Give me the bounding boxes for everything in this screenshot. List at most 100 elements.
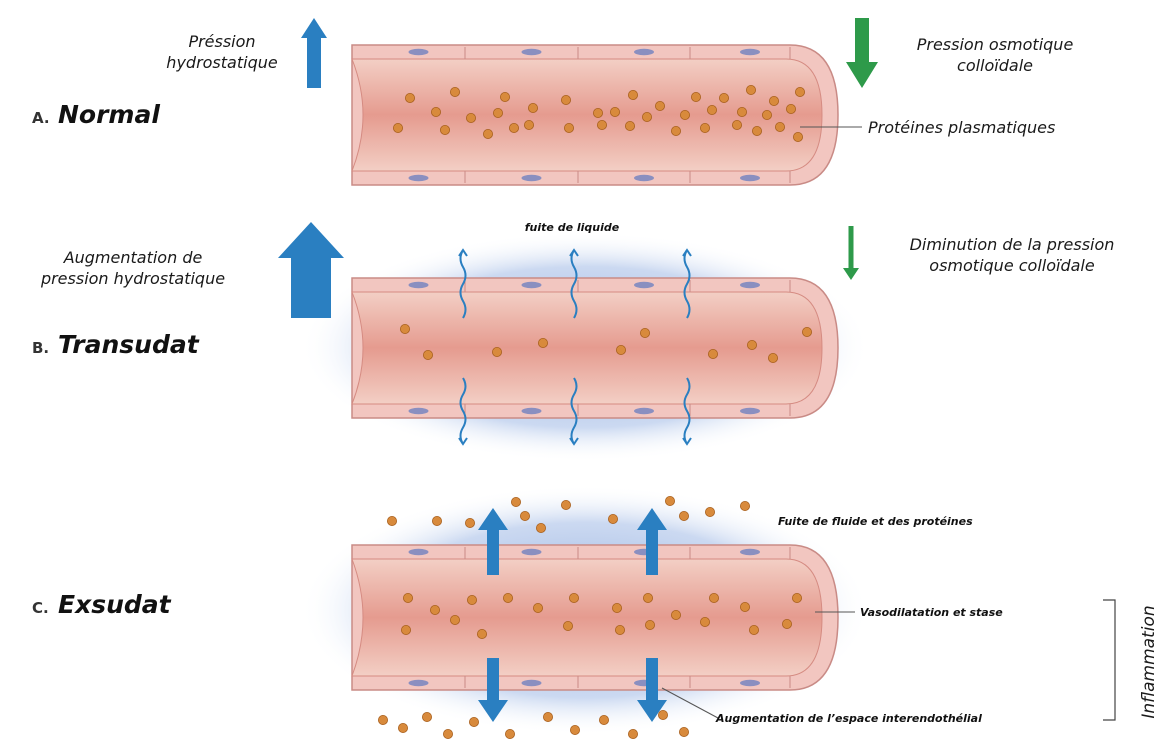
- protein-dot: [492, 347, 501, 356]
- nucleus: [522, 549, 542, 555]
- protein-dot: [570, 725, 579, 734]
- inflammation-bracket: [1103, 600, 1115, 720]
- protein-dot: [691, 92, 700, 101]
- protein-dot: [769, 96, 778, 105]
- protein-dot: [665, 496, 674, 505]
- protein-dot: [795, 87, 804, 96]
- nucleus: [634, 175, 654, 181]
- protein-dot: [793, 132, 802, 141]
- protein-dot: [645, 620, 654, 629]
- protein-dot: [561, 95, 570, 104]
- protein-dot: [524, 120, 533, 129]
- nucleus: [740, 408, 760, 414]
- protein-dot: [658, 710, 667, 719]
- nucleus: [522, 175, 542, 181]
- protein-dot: [642, 112, 651, 121]
- vessel-lumen-a: [352, 59, 822, 171]
- protein-dot: [467, 595, 476, 604]
- protein-dot: [520, 511, 529, 520]
- nucleus: [522, 408, 542, 414]
- nucleus: [740, 175, 760, 181]
- protein-dot: [511, 497, 520, 506]
- panel-a-title: Normal: [58, 100, 160, 129]
- panel-b-prefix: B.: [32, 339, 49, 357]
- interendothelial-gap-label: Augmentation de l’espace interendothélia…: [715, 712, 982, 725]
- protein-dot: [569, 593, 578, 602]
- hydrostatic-pressure-label-line1: Préssion: [188, 32, 255, 51]
- nucleus: [522, 680, 542, 686]
- protein-dot: [700, 123, 709, 132]
- nucleus: [740, 49, 760, 55]
- protein-dot: [608, 514, 617, 523]
- panel-a-prefix: A.: [32, 109, 50, 127]
- oncotic-pressure-label-line1: Pression osmotique: [917, 35, 1074, 54]
- down-arrow-icon: [843, 226, 859, 280]
- nucleus: [740, 549, 760, 555]
- protein-dot: [719, 93, 728, 102]
- vessel-c: [352, 545, 838, 690]
- protein-dot: [505, 729, 514, 738]
- protein-dot: [431, 107, 440, 116]
- protein-dot: [671, 610, 680, 619]
- protein-dot: [533, 603, 542, 612]
- protein-dot: [802, 327, 811, 336]
- inflammation-label: Inflammation: [1139, 605, 1159, 718]
- protein-dot: [593, 108, 602, 117]
- protein-dot: [393, 123, 402, 132]
- nucleus: [634, 49, 654, 55]
- protein-dot: [563, 621, 572, 630]
- protein-dot: [643, 593, 652, 602]
- protein-dot: [422, 712, 431, 721]
- protein-dot: [538, 338, 547, 347]
- protein-dot: [423, 350, 432, 359]
- protein-dot: [403, 593, 412, 602]
- nucleus: [740, 282, 760, 288]
- protein-dot: [746, 85, 755, 94]
- protein-dot: [740, 602, 749, 611]
- protein-dot: [398, 723, 407, 732]
- protein-dot: [500, 92, 509, 101]
- protein-dot: [465, 518, 474, 527]
- protein-dot: [625, 121, 634, 130]
- protein-dot: [707, 105, 716, 114]
- protein-dot: [747, 340, 756, 349]
- protein-dot: [405, 93, 414, 102]
- protein-dot: [443, 729, 452, 738]
- protein-dot: [762, 110, 771, 119]
- protein-dot: [700, 617, 709, 626]
- hydrostatic-pressure-label-line2: hydrostatique: [166, 53, 278, 72]
- nucleus: [522, 49, 542, 55]
- protein-dot: [469, 717, 478, 726]
- protein-dot: [628, 90, 637, 99]
- protein-dot: [599, 715, 608, 724]
- protein-dot: [705, 507, 714, 516]
- nucleus: [409, 175, 429, 181]
- protein-dot: [509, 123, 518, 132]
- protein-dot: [378, 715, 387, 724]
- protein-dot: [610, 107, 619, 116]
- protein-dot: [786, 104, 795, 113]
- protein-dot: [768, 353, 777, 362]
- protein-dot: [655, 101, 664, 110]
- protein-dot: [737, 107, 746, 116]
- fluid-leak-label: fuite de liquide: [525, 221, 620, 234]
- panel-b-title: Transudat: [58, 330, 200, 359]
- protein-dot: [671, 126, 680, 135]
- protein-dot: [430, 605, 439, 614]
- decreased-oncotic-label-line1: Diminution de la pression: [910, 235, 1115, 254]
- protein-dot: [401, 625, 410, 634]
- protein-dot: [749, 625, 758, 634]
- protein-dot: [628, 729, 637, 738]
- fluid-protein-leak-label: Fuite de fluide et des protéines: [778, 515, 973, 528]
- protein-dot: [597, 120, 606, 129]
- nucleus: [409, 549, 429, 555]
- protein-dot: [709, 593, 718, 602]
- protein-dot: [615, 625, 624, 634]
- protein-dot: [679, 727, 688, 736]
- protein-dot: [792, 593, 801, 602]
- vessel-b: [352, 278, 838, 418]
- decreased-oncotic-label-line2: osmotique colloïdale: [929, 256, 1095, 275]
- plasma-proteins-label: Protéines plasmatiques: [868, 118, 1055, 137]
- protein-dot: [400, 324, 409, 333]
